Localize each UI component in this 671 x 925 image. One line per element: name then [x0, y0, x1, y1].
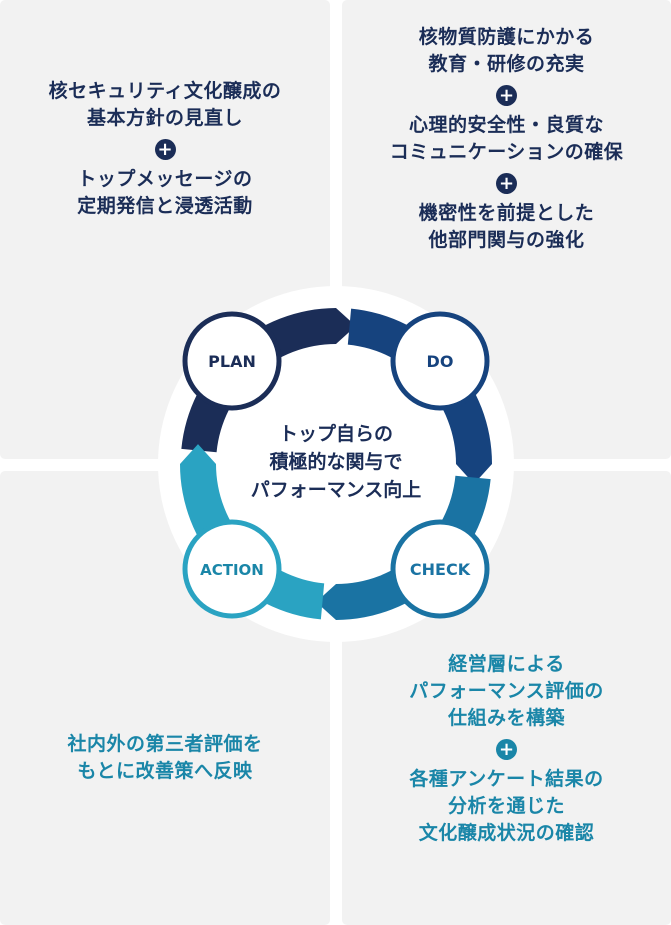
check-item-1: 経営層による パフォーマンス評価の 仕組みを構築: [409, 653, 604, 729]
plan-badge: PLAN: [182, 311, 282, 411]
plan-content: 核セキュリティ文化醸成の 基本方針の見直し + トップメッセージの 定期発信と浸…: [0, 78, 330, 220]
action-to-plan-arrow: [179, 444, 325, 620]
check-item-2: 各種アンケート結果の 分析を通じた 文化醸成状況の確認: [409, 768, 604, 844]
check-to-action-arrow: [316, 475, 491, 620]
do-to-check-arrow: [347, 308, 493, 484]
check-badge: CHECK: [390, 519, 490, 619]
plus-icon: +: [154, 139, 176, 160]
plan-item-2: トップメッセージの 定期発信と浸透活動: [77, 168, 253, 217]
do-item-1: 核物質防護にかかる 教育・研修の充実: [418, 26, 595, 75]
center-text-line-2: 積極的な関与で: [269, 450, 402, 473]
center-text-line-3: パフォーマンス向上: [251, 478, 422, 501]
plan-to-do-arrow: [181, 308, 356, 453]
action-label: ACTION: [200, 561, 264, 579]
action-item-1: 社内外の第三者評価を もとに改善策へ反映: [67, 733, 263, 782]
do-badge: DO: [390, 311, 490, 411]
do-label: DO: [427, 352, 454, 371]
plus-icon: +: [496, 173, 517, 194]
action-badge: ACTION: [182, 519, 282, 619]
do-item-2: 心理的安全性・良質な コミュニケーションの確保: [389, 114, 624, 163]
plan-label: PLAN: [208, 352, 256, 371]
plan-item-1: 核セキュリティ文化醸成の 基本方針の見直し: [48, 80, 282, 129]
check-label: CHECK: [410, 560, 471, 579]
do-content: 核物質防護にかかる 教育・研修の充実 + 心理的安全性・良質な コミュニケーショ…: [342, 24, 671, 254]
center-text-line-1: トップ自らの: [279, 422, 393, 445]
plan-panel: 核セキュリティ文化醸成の 基本方針の見直し + トップメッセージの 定期発信と浸…: [0, 0, 330, 459]
action-content: 社内外の第三者評価を もとに改善策へ反映: [0, 731, 330, 785]
plus-icon: +: [496, 739, 517, 760]
do-item-3: 機密性を前提とした 他部門関与の強化: [418, 202, 595, 251]
check-content: 経営層による パフォーマンス評価の 仕組みを構築 + 各種アンケート結果の 分析…: [342, 651, 671, 847]
plus-icon: +: [496, 85, 517, 106]
